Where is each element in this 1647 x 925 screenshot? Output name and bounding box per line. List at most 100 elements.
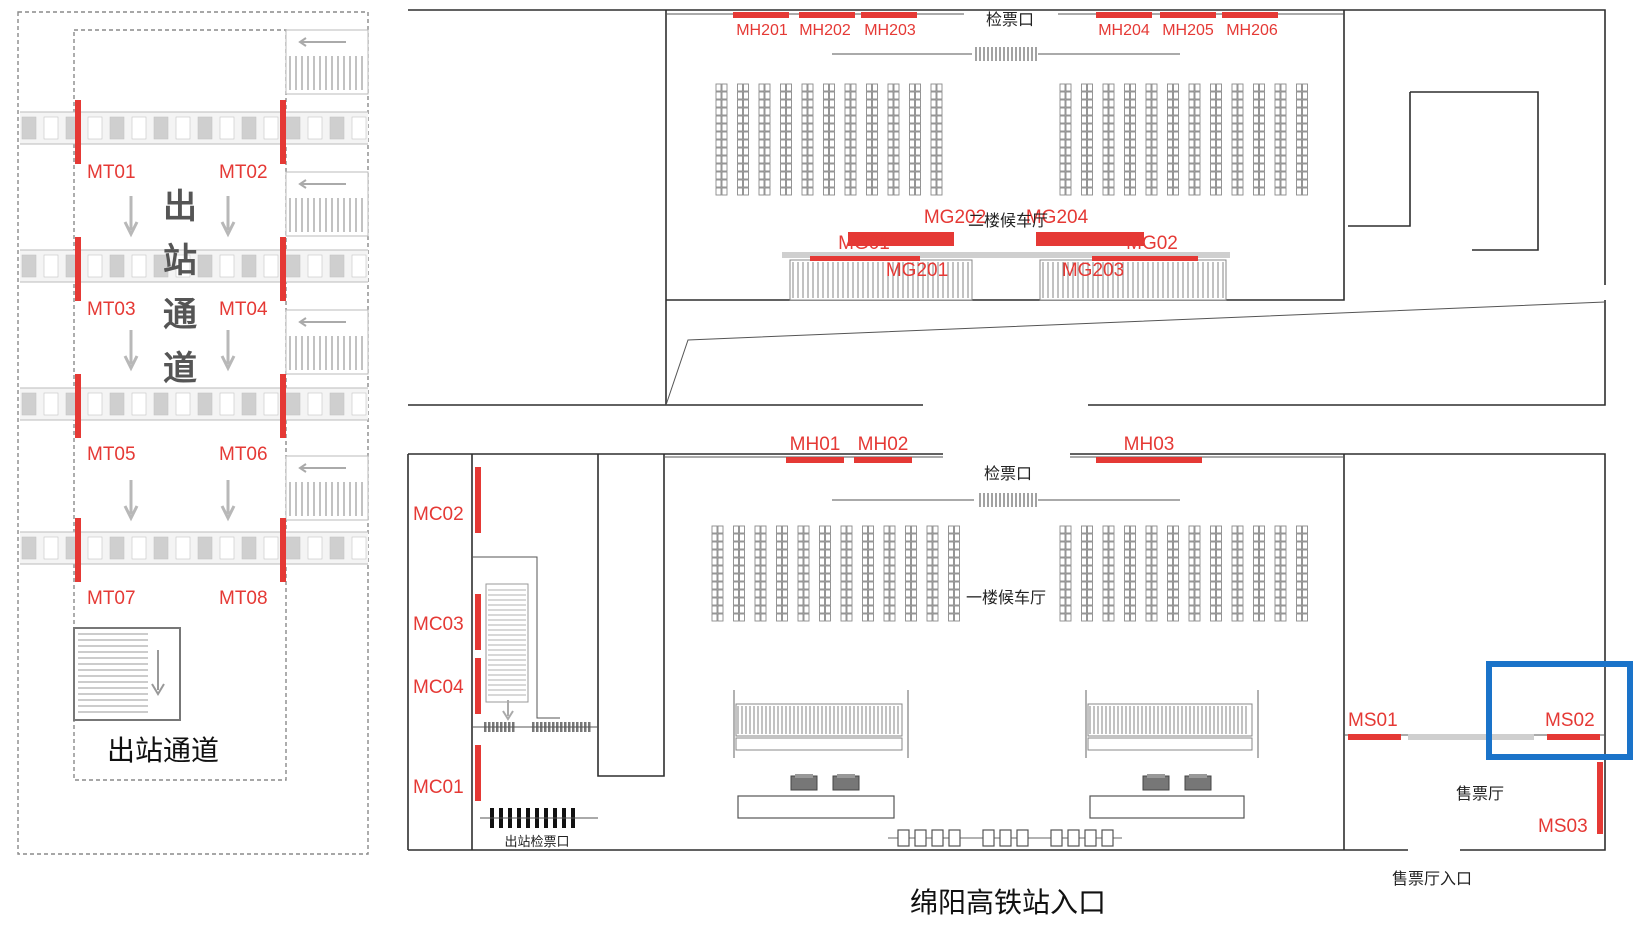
gate-ms01-bar[interactable] bbox=[1348, 734, 1401, 740]
gate-mh01-bar[interactable] bbox=[786, 457, 844, 463]
track-tile bbox=[307, 116, 323, 140]
seat bbox=[1151, 541, 1158, 550]
gate-mc04-label: MC04 bbox=[413, 677, 464, 698]
gate-mc03-label: MC03 bbox=[413, 614, 464, 635]
gate-mc03-bar[interactable] bbox=[475, 594, 481, 650]
gate-mc04-bar[interactable] bbox=[475, 658, 481, 714]
gate-mg02-bar[interactable] bbox=[1092, 256, 1198, 261]
seat bbox=[1167, 613, 1173, 622]
seat bbox=[1237, 155, 1244, 164]
seat bbox=[889, 573, 896, 582]
gate-ms02-bar[interactable] bbox=[1547, 734, 1600, 740]
seat bbox=[760, 581, 767, 590]
seat bbox=[1102, 131, 1109, 140]
seat bbox=[1259, 589, 1265, 598]
seat bbox=[887, 123, 894, 132]
seat bbox=[1216, 557, 1222, 566]
gate-mh201-bar[interactable] bbox=[733, 12, 789, 18]
gate-mg204-bar[interactable] bbox=[1036, 232, 1144, 246]
seat bbox=[1194, 83, 1201, 92]
seat bbox=[866, 155, 872, 164]
seat bbox=[1145, 123, 1152, 132]
down-arrow-icon bbox=[123, 480, 139, 522]
gate-mt08-bar[interactable] bbox=[280, 518, 286, 582]
left-arrow-icon bbox=[298, 463, 346, 473]
gate-mh202-bar[interactable] bbox=[799, 12, 855, 18]
gate-mh03-bar[interactable] bbox=[1096, 457, 1202, 463]
seat bbox=[1087, 107, 1093, 116]
seat bbox=[1259, 565, 1265, 574]
seat bbox=[1253, 179, 1259, 188]
seat bbox=[862, 549, 868, 558]
seat bbox=[932, 557, 939, 566]
seat bbox=[1059, 163, 1066, 172]
seat bbox=[954, 541, 960, 550]
seat bbox=[803, 613, 810, 622]
seat bbox=[1259, 99, 1265, 108]
seat bbox=[1130, 155, 1136, 164]
gate-mg202-bar[interactable] bbox=[848, 232, 954, 246]
gate-mt01-bar[interactable] bbox=[75, 100, 81, 164]
seat bbox=[758, 187, 765, 196]
seat bbox=[909, 155, 915, 164]
seat bbox=[872, 99, 878, 108]
seat bbox=[936, 99, 943, 108]
seat bbox=[1237, 533, 1244, 542]
seat bbox=[1253, 123, 1259, 132]
seat bbox=[1102, 525, 1109, 534]
gate-mt02-label: MT02 bbox=[219, 162, 268, 183]
gate-mh203-bar[interactable] bbox=[861, 12, 917, 18]
gate-mt06-bar[interactable] bbox=[280, 374, 286, 438]
seat bbox=[954, 581, 960, 590]
seat bbox=[1081, 597, 1087, 606]
gate-mc01-bar[interactable] bbox=[475, 745, 481, 801]
seat bbox=[1059, 549, 1066, 558]
seat bbox=[889, 605, 896, 614]
seat bbox=[1296, 187, 1302, 196]
gate-mt02-bar[interactable] bbox=[280, 100, 286, 164]
ground-checkin-gates bbox=[979, 493, 1037, 507]
seat bbox=[1108, 179, 1115, 188]
seat bbox=[868, 597, 874, 606]
seat bbox=[862, 525, 868, 534]
seat bbox=[1102, 613, 1109, 622]
seat bbox=[1302, 549, 1308, 558]
gate-ms03-bar[interactable] bbox=[1597, 762, 1603, 834]
seat bbox=[1087, 179, 1093, 188]
track-tile bbox=[351, 116, 367, 140]
seat bbox=[1145, 147, 1152, 156]
gate-mh206-bar[interactable] bbox=[1222, 12, 1278, 18]
seat bbox=[893, 107, 900, 116]
gate-mt05-bar[interactable] bbox=[75, 374, 81, 438]
seat bbox=[1065, 91, 1072, 100]
gate-mh204-bar[interactable] bbox=[1096, 12, 1152, 18]
seat bbox=[905, 597, 911, 606]
seat bbox=[1302, 99, 1308, 108]
gate-mt07-bar[interactable] bbox=[75, 518, 81, 582]
gate-mh02-bar[interactable] bbox=[854, 457, 912, 463]
seat bbox=[1231, 163, 1238, 172]
seat bbox=[850, 171, 857, 180]
seat bbox=[803, 565, 810, 574]
seat bbox=[1274, 171, 1281, 180]
seat bbox=[866, 131, 872, 140]
seat bbox=[1296, 179, 1302, 188]
seat bbox=[872, 163, 878, 172]
gate-mt04-bar[interactable] bbox=[280, 237, 286, 301]
gate-mt03-bar[interactable] bbox=[75, 237, 81, 301]
seat bbox=[760, 565, 767, 574]
stair-steps bbox=[78, 633, 148, 713]
seat bbox=[1210, 83, 1216, 92]
seat bbox=[1065, 549, 1072, 558]
seat bbox=[1124, 91, 1130, 100]
track-tile bbox=[21, 536, 37, 560]
gate-mh205-bar[interactable] bbox=[1160, 12, 1216, 18]
track-tile bbox=[219, 254, 235, 278]
seat bbox=[825, 557, 831, 566]
gate-mg01-bar[interactable] bbox=[810, 256, 920, 261]
seat bbox=[936, 107, 943, 116]
gate-mc02-bar[interactable] bbox=[475, 467, 481, 533]
seat bbox=[1188, 581, 1195, 590]
seat bbox=[909, 123, 915, 132]
seat bbox=[1274, 573, 1281, 582]
